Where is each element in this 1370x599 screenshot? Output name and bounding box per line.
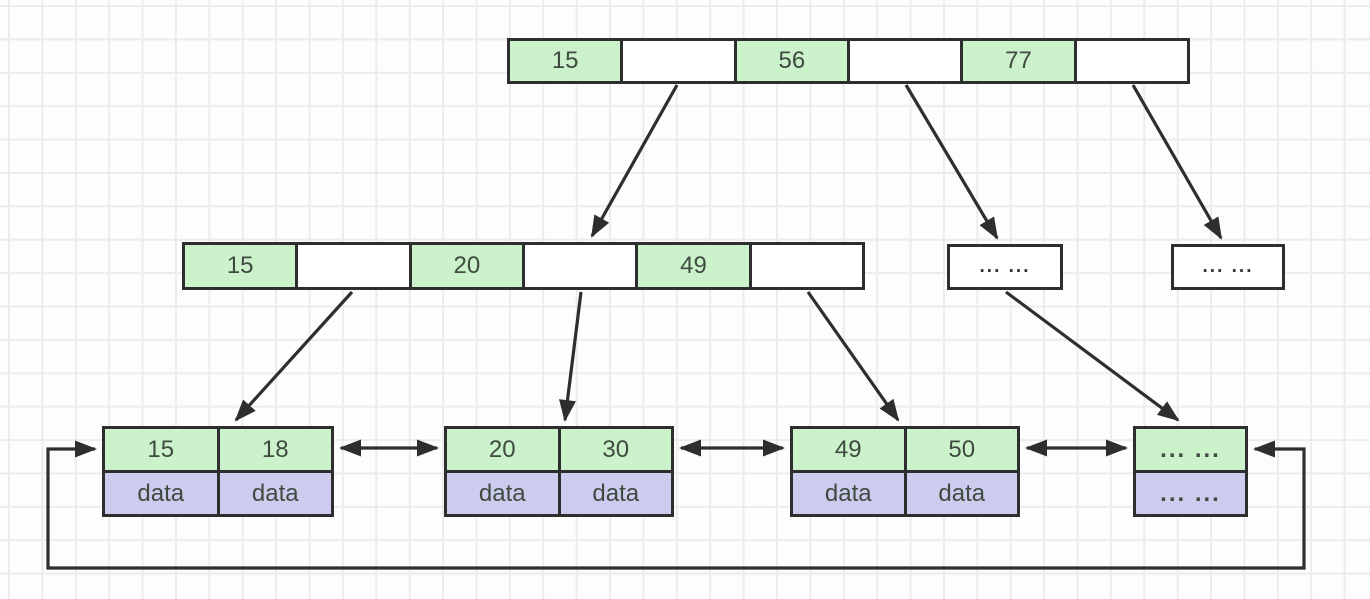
root-node: 15 56 77 (507, 38, 1190, 84)
leaf-key-cell: 15 (105, 429, 217, 470)
internal-key-cell: 15 (185, 245, 296, 287)
root-key-cell: 56 (733, 41, 847, 81)
leaf-node-4-overflow: ... ... ... ... (1133, 426, 1248, 517)
arrow-root-to-overflow2 (1131, 84, 1223, 240)
leaf-data-cell: data (216, 473, 331, 514)
root-key-cell: 15 (510, 41, 621, 81)
ellipsis-label: ... ... (950, 247, 1060, 287)
arrow-internal-to-leaf3 (806, 291, 900, 422)
internal-pointer-cell (748, 245, 862, 287)
leaf-key-cell: 50 (903, 429, 1017, 470)
internal-node: 15 20 49 (182, 242, 865, 290)
arrow-internal-to-leaf1 (234, 290, 354, 422)
root-key-cell: 77 (960, 41, 1074, 81)
internal-key-cell: 20 (408, 245, 522, 287)
leaf-node-3: 49 50 data data (790, 426, 1020, 517)
leaf-key-cell: 20 (447, 429, 558, 470)
leaf-key-cell: 30 (557, 429, 671, 470)
internal-key-cell: 49 (635, 245, 749, 287)
ellipsis-label: ... ... (1174, 247, 1282, 287)
leaf-key-cell: ... ... (1136, 429, 1245, 470)
root-pointer-cell (1073, 41, 1187, 81)
leaf-data-cell: data (447, 473, 558, 514)
internal-pointer-cell (521, 245, 636, 287)
leaf-data-cell: data (903, 473, 1017, 514)
arrow-internal-to-leaf2 (559, 291, 583, 422)
root-pointer-cell (846, 41, 961, 81)
arrow-root-to-overflow1 (904, 84, 999, 240)
leaf-data-cell: data (557, 473, 671, 514)
leaf-node-1: 15 18 data data (102, 426, 334, 517)
arrow-overflow1-to-leaf4 (1005, 290, 1180, 422)
leaf-node-2: 20 30 data data (444, 426, 674, 517)
leaf-data-cell: data (793, 473, 904, 514)
overflow-internal-node-2: ... ... (1171, 244, 1285, 290)
overflow-internal-node-1: ... ... (947, 244, 1063, 290)
root-pointer-cell (620, 41, 734, 81)
internal-pointer-cell (295, 245, 409, 287)
arrow-root-to-internal (590, 84, 679, 238)
leaf-data-cell: data (105, 473, 217, 514)
leaf-data-cell: ... ... (1136, 473, 1245, 514)
leaf-key-cell: 49 (793, 429, 904, 470)
leaf-key-cell: 18 (216, 429, 331, 470)
